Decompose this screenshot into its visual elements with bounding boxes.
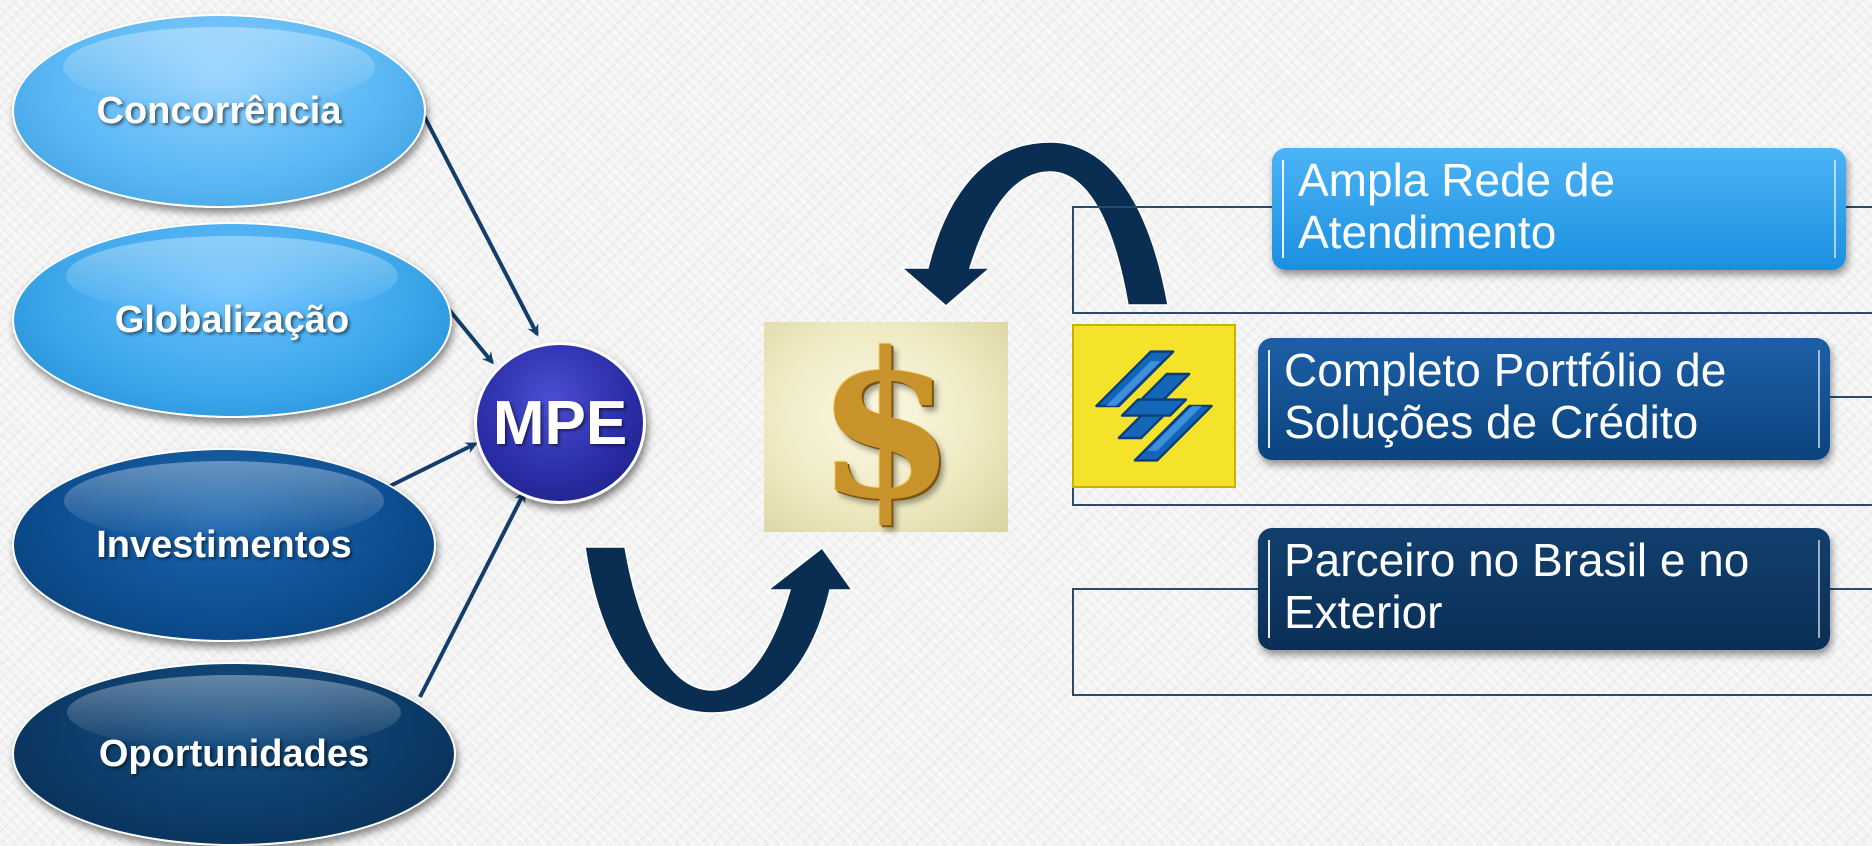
connector-concorrencia — [418, 107, 539, 337]
factor-oportunidades: Oportunidades — [12, 662, 456, 846]
panel-line — [1072, 504, 1872, 506]
panel-line — [1830, 588, 1872, 590]
factor-concorrencia: Concorrência — [12, 14, 426, 208]
panel-line — [1830, 396, 1872, 398]
factor-label: Concorrência — [96, 89, 342, 132]
dollar-image: $ — [764, 322, 1008, 532]
panel-line — [1072, 206, 1074, 312]
box-completo-portfolio: Completo Portfólio de Soluções de Crédit… — [1258, 338, 1830, 460]
dollar-sign-icon: $ — [816, 309, 956, 544]
connector-oportunidades — [418, 490, 526, 698]
box-ampla-rede: Ampla Rede de Atendimento — [1272, 148, 1846, 270]
factor-label: Oportunidades — [98, 732, 370, 775]
factor-globalizacao: Globalização — [12, 222, 452, 418]
box-label: Parceiro no Brasil e no Exterior — [1284, 534, 1750, 638]
factor-label: Globalização — [114, 298, 350, 341]
connector-investimentos — [387, 442, 478, 489]
panel-line — [1072, 588, 1258, 590]
panel-line — [1072, 694, 1872, 696]
factor-investimentos: Investimentos — [12, 448, 436, 642]
box-parceiro: Parceiro no Brasil e no Exterior — [1258, 528, 1830, 650]
panel-line — [1072, 312, 1872, 314]
panel-line — [1072, 588, 1074, 696]
banco-do-brasil-logo — [1072, 324, 1236, 488]
mpe-label: MPE — [492, 388, 628, 458]
curved-arrow-down-icon — [899, 141, 1169, 307]
panel-line — [1846, 206, 1872, 208]
mpe-circle: MPE — [474, 342, 646, 504]
box-label: Completo Portfólio de Soluções de Crédit… — [1284, 344, 1727, 448]
curved-arrow-up-icon — [584, 546, 854, 714]
factor-label: Investimentos — [96, 523, 352, 566]
connector-globalizacao — [444, 304, 494, 365]
bank-logo-icon — [1095, 350, 1213, 462]
panel-line — [1072, 206, 1272, 208]
panel-line — [1072, 488, 1074, 506]
box-label: Ampla Rede de Atendimento — [1298, 154, 1616, 258]
